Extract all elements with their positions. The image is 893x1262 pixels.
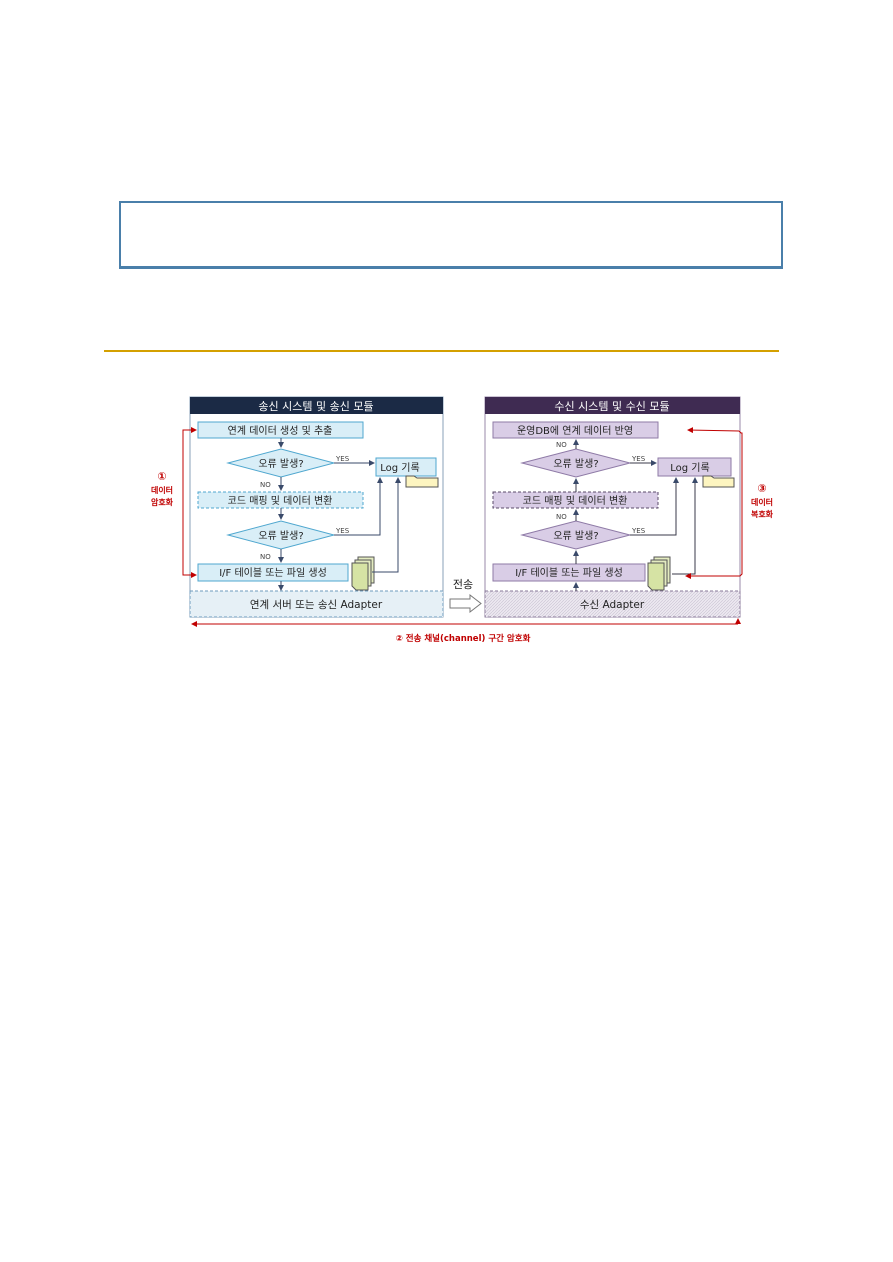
svg-text:YES: YES [631, 527, 646, 535]
label-3-line1: 데이터 [751, 497, 773, 507]
send-adapter-box [189, 590, 444, 618]
svg-text:NO: NO [260, 553, 271, 561]
svg-text:오류 발생?: 오류 발생? [553, 530, 598, 542]
folder-icon [702, 475, 735, 488]
transfer-label: 전송 [453, 578, 473, 591]
folder-icon [405, 475, 439, 488]
label-1-line1: 데이터 [151, 485, 173, 495]
receive-panel-title: 수신 시스템 및 수신 모듈 [554, 400, 669, 413]
recv-adapter-box [484, 590, 741, 618]
label-3-number: ③ [757, 482, 766, 495]
svg-text:NO: NO [556, 513, 567, 521]
svg-text:오류 발생?: 오류 발생? [258, 530, 303, 542]
send-panel: 송신 시스템 및 송신 모듈 연계 데이터 생성 및 추출 오류 발생? 코드 … [189, 396, 444, 618]
send-step3-box [197, 563, 349, 582]
svg-text:오류 발생?: 오류 발생? [258, 458, 303, 470]
svg-text:YES: YES [631, 455, 646, 463]
svg-text:Log 기록: Log 기록 [380, 462, 419, 474]
send-panel-title: 송신 시스템 및 송신 모듈 [258, 400, 373, 413]
svg-text:NO: NO [556, 441, 567, 449]
encryption-arrows [182, 427, 743, 627]
svg-text:YES: YES [335, 527, 350, 535]
transfer-arrow-icon [449, 593, 482, 614]
label-1-line2: 암호화 [151, 497, 174, 507]
section-divider [104, 350, 779, 352]
svg-text:YES: YES [335, 455, 350, 463]
document-stack-icon [351, 556, 375, 591]
svg-text:Log 기록: Log 기록 [670, 462, 709, 474]
receive-panel: 수신 시스템 및 수신 모듈 운영DB에 연계 데이터 반영 오류 발생? 코드… [484, 396, 741, 618]
svg-text:NO: NO [260, 481, 271, 489]
svg-text:운영DB에 연계 데이터 반영: 운영DB에 연계 데이터 반영 [517, 425, 633, 437]
svg-text:코드 매핑 및 데이터 변환: 코드 매핑 및 데이터 변환 [228, 495, 333, 507]
svg-text:수신 Adapter: 수신 Adapter [580, 599, 645, 611]
svg-text:연계 데이터 생성 및 추출: 연계 데이터 생성 및 추출 [228, 425, 333, 437]
empty-text-frame [119, 201, 783, 269]
label-3-line2: 복호화 [751, 509, 774, 519]
recv-step1-box [492, 421, 659, 439]
svg-text:코드 매핑 및 데이터 변환: 코드 매핑 및 데이터 변환 [523, 495, 628, 507]
send-step2-box [197, 491, 364, 509]
svg-text:연계 서버 또는 송신 Adapter: 연계 서버 또는 송신 Adapter [250, 599, 383, 611]
svg-text:오류 발생?: 오류 발생? [553, 458, 598, 470]
recv-step3-box [492, 563, 646, 582]
svg-text:I/F 테이블 또는 파일 생성: I/F 테이블 또는 파일 생성 [515, 567, 623, 579]
recv-log-box [657, 457, 732, 477]
label-2: ② 전송 채널(channel) 구간 암호화 [396, 633, 531, 644]
label-1-number: ① [157, 470, 166, 483]
document-stack-icon [647, 556, 671, 591]
svg-text:I/F 테이블 또는 파일 생성: I/F 테이블 또는 파일 생성 [219, 567, 327, 579]
